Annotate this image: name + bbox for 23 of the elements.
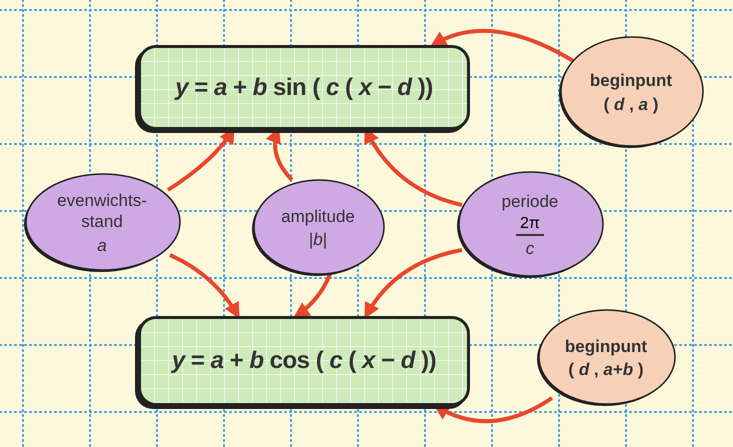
oval-label: periode [502,190,558,212]
fraction-numerator: 2π [516,214,544,236]
oval-value: a [97,234,107,256]
formula-box [138,316,470,406]
oval-value: |b| [308,229,328,250]
arrow [169,253,240,319]
oval-node [557,35,705,150]
oval-label: amplitude [281,206,355,227]
arrow [430,28,576,64]
arrow [364,248,462,319]
oval-label: beginpunt [590,70,672,92]
arrow [293,273,332,318]
oval-value: ( d , a ) [604,94,658,115]
oval-value: c [526,238,534,260]
oval-label: beginpunt [564,336,648,357]
formula-text: y = a + b sin ( c ( x − d )) [175,72,433,102]
oval-value: ( d , a+b ) [568,359,644,380]
formula-box [138,45,470,130]
oval-node [535,308,677,408]
oval-node [455,170,605,280]
oval-node [22,172,182,274]
oval-node [250,178,386,278]
formula-text: y = a + b cos ( c ( x − d )) [172,346,436,376]
